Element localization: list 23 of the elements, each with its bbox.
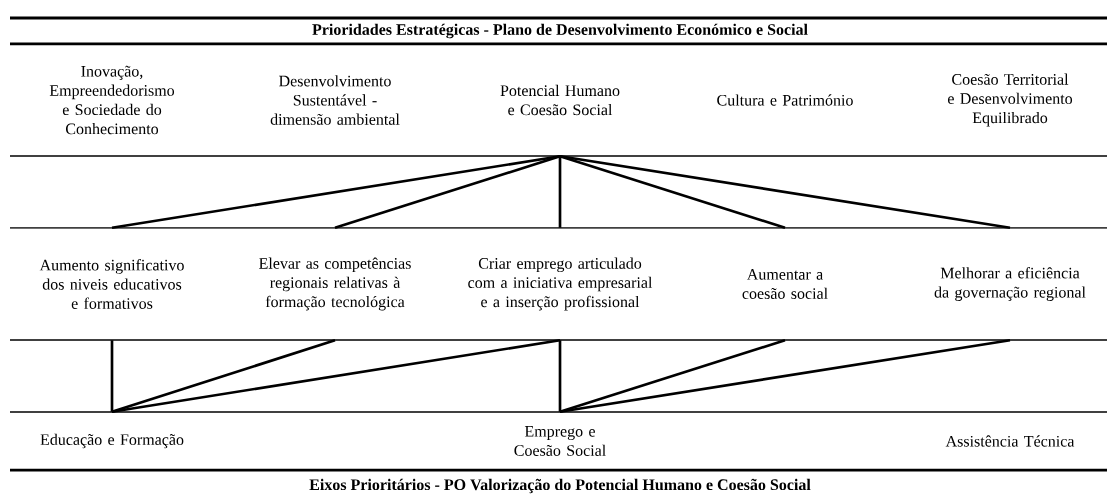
table-caption: Eixos Prioritários - PO Valorização do Potencial Humano e Coesão Social [309,478,811,494]
connector-line [110,340,114,412]
priority-label: Potencial Humano e Coesão Social [500,84,620,116]
connector-line [111,338,561,414]
connector-line [334,155,561,229]
connector-line [111,154,561,230]
connector-line [558,156,562,228]
objective-label: Elevar as competências regionais relativas à formação tecnológica [259,257,411,311]
objective-label: Criar emprego articulado com a iniciativa empresarial e a inserção profissional [468,257,653,311]
priority-label: Coesão Territorial e Desenvolvimento Equilibrado [948,73,1073,127]
connector-line [559,154,1011,230]
connector-line [559,338,1011,414]
priority-label: Inovação, Empreendedorismo e Sociedade do Conhecimento [49,65,175,135]
priority-label: Desenvolvimento Sustentável - dimensão ambiental [270,75,400,125]
objective-label: Aumentar a coesão social [742,269,828,299]
axis-label: Assistência Técnica [945,435,1075,447]
priority-label: Cultura e Património [717,94,853,106]
axis-label: Emprego e Coesão Social [514,426,606,456]
objective-label: Melhorar a eficiência da governação regional [934,267,1086,301]
axis-label: Educação e Formação [40,433,184,449]
table-title: Prioridades Estratégicas - Plano de Desenvolvimento Económico e Social [312,23,808,39]
objective-label: Aumento significativo dos niveis educativos e formativos [39,259,184,309]
connector-line [558,340,562,412]
